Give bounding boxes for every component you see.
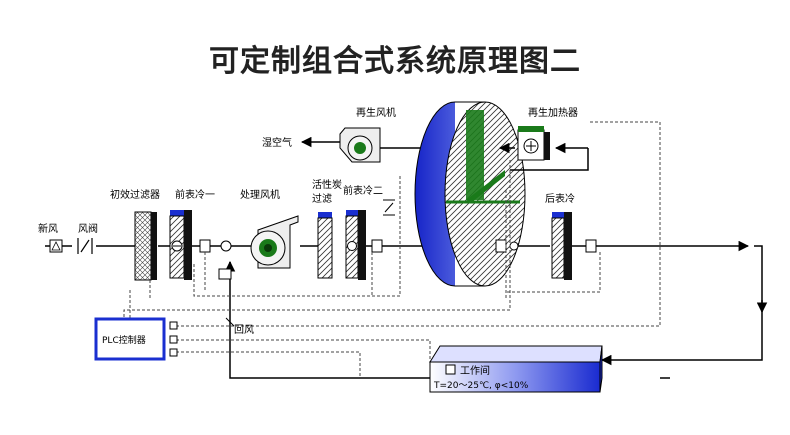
sensor-point-icon bbox=[509, 241, 519, 251]
desiccant-rotor bbox=[414, 101, 526, 287]
regen-fan bbox=[339, 127, 381, 163]
arrow-down-marker bbox=[660, 300, 768, 379]
carbon-filter-label-1: 活性炭 bbox=[312, 178, 342, 191]
precool-2-label: 前表冷二 bbox=[343, 184, 383, 197]
regen-fan-label: 再生风机 bbox=[356, 106, 396, 119]
precool-coil-1 bbox=[169, 210, 192, 280]
mixing-point-icon bbox=[220, 240, 232, 252]
room-sensor-icon bbox=[445, 364, 456, 375]
plc-port-icon bbox=[169, 321, 178, 330]
workroom-label: 工作间 bbox=[460, 364, 490, 377]
triangle-icon bbox=[51, 241, 61, 251]
return-air-label: 回风 bbox=[234, 324, 254, 336]
diagram-title: 可定制组合式系统原理图二 bbox=[209, 44, 581, 79]
plc-port-icon bbox=[169, 335, 178, 344]
after-cooler-label: 后表冷 bbox=[545, 192, 575, 205]
return-damper-icon bbox=[225, 317, 235, 327]
carbon-filter-label-2: 过滤 bbox=[312, 192, 332, 205]
control-wiring bbox=[123, 121, 661, 378]
temp-sensor-icon bbox=[199, 239, 211, 253]
regen-heater-label: 再生加热器 bbox=[528, 106, 578, 119]
plc-label: PLC控制器 bbox=[102, 334, 146, 346]
primary-filter-label: 初效过滤器 bbox=[110, 188, 160, 201]
temp-sensor-icon bbox=[585, 239, 597, 253]
after-cooler-coil bbox=[551, 212, 572, 280]
process-fan-label: 处理风机 bbox=[240, 188, 280, 201]
regen-air-line bbox=[498, 142, 589, 171]
plc-controller bbox=[94, 317, 166, 361]
carbon-filter bbox=[317, 212, 333, 279]
process-fan bbox=[250, 215, 299, 269]
workroom bbox=[429, 345, 603, 393]
plc-port-icon bbox=[169, 348, 178, 357]
temp-sensor-icon bbox=[371, 239, 383, 253]
primary-filter bbox=[134, 211, 157, 281]
damper-label: 风阀 bbox=[78, 222, 98, 235]
regen-heater bbox=[517, 126, 550, 161]
precool-1-label: 前表冷一 bbox=[175, 188, 215, 201]
damper-icon bbox=[77, 238, 93, 254]
workroom-conditions: T=20～25℃, φ<10% bbox=[433, 381, 529, 391]
return-valve-icon bbox=[218, 268, 232, 280]
precool-coil-2 bbox=[345, 210, 366, 280]
fresh-air-sensor-icon bbox=[49, 239, 63, 253]
wet-air-label: 湿空气 bbox=[262, 136, 292, 149]
temp-sensor-icon bbox=[495, 239, 507, 253]
regen-exhaust-line bbox=[300, 136, 420, 149]
condensate-valve-icon bbox=[383, 199, 395, 216]
fresh-air-label: 新风 bbox=[38, 222, 58, 235]
